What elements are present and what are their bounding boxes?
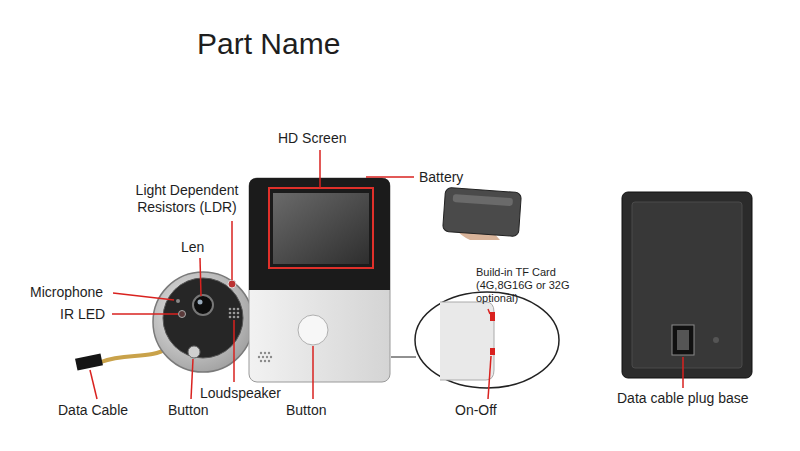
side-detail <box>391 292 559 388</box>
part-label: Battery <box>419 169 463 186</box>
part-label: Len <box>181 239 204 256</box>
part-label: On-Off <box>455 402 497 419</box>
part-label: Loudspeaker <box>200 385 281 402</box>
monitor-unit <box>249 178 390 382</box>
part-label: Microphone <box>30 284 103 301</box>
part-label: Button <box>168 402 208 419</box>
part-label: Data cable plug base <box>617 390 749 407</box>
title: Part Name <box>197 26 340 62</box>
part-label: Light Dependent Resistors (LDR) <box>128 182 246 216</box>
battery-photo <box>443 187 522 240</box>
part-label: Button <box>286 402 326 419</box>
part-label: Data Cable <box>58 402 128 419</box>
part-label: Build-in TF Card (4G,8G16G or 32G option… <box>476 266 588 306</box>
part-label: IR LED <box>60 306 105 323</box>
leader-lines <box>90 150 683 399</box>
part-label: HD Screen <box>278 130 346 147</box>
back-plate <box>622 192 752 378</box>
